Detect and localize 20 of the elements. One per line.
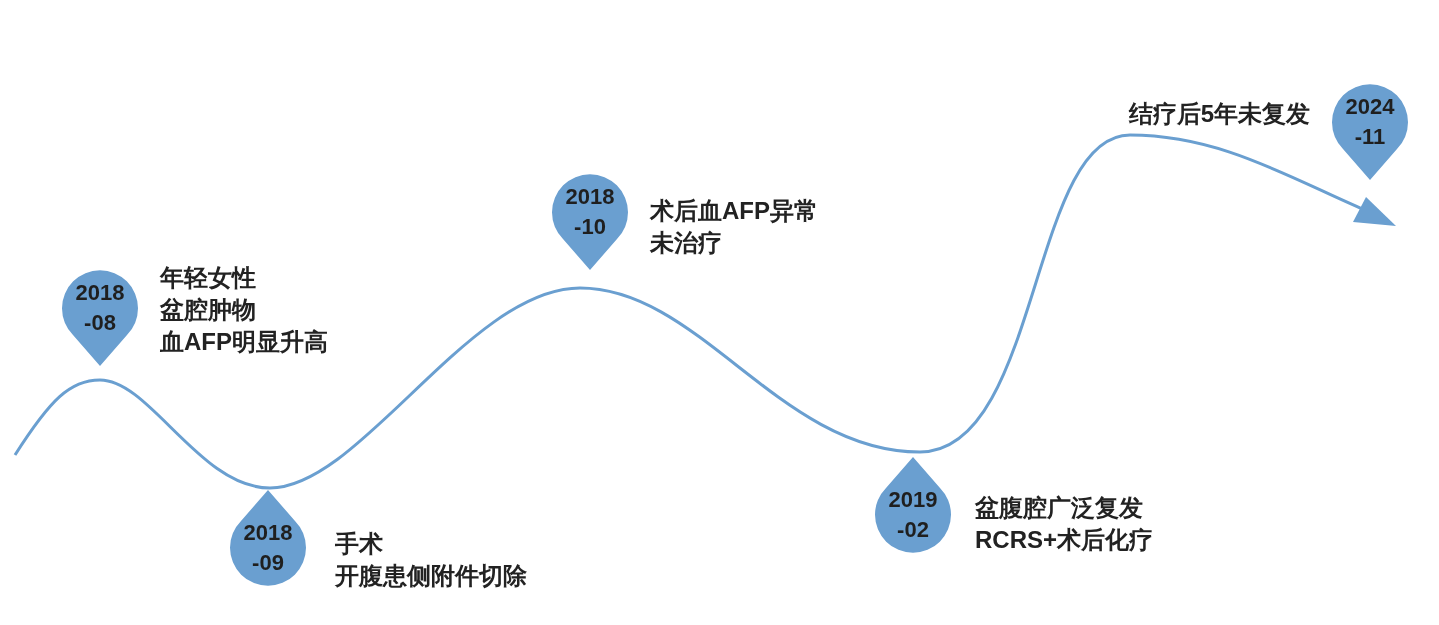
- event-description: 未治疗: [650, 228, 722, 258]
- date-label: 2018 -08: [74, 279, 126, 337]
- event-description: 手术: [335, 529, 383, 559]
- date-marker: [1330, 82, 1410, 182]
- event-description: 血AFP明显升高: [160, 327, 328, 357]
- event-description: 年轻女性: [160, 263, 256, 293]
- event-description: 结疗后5年未复发: [1128, 99, 1310, 129]
- event-description: 盆腹腔广泛复发: [975, 493, 1143, 523]
- date-marker: [550, 172, 630, 272]
- event-description: RCRS+术后化疗: [975, 525, 1154, 555]
- date-label: 2018 -09: [242, 519, 294, 577]
- date-marker: [873, 455, 953, 555]
- event-description: 盆腔肿物: [160, 295, 256, 325]
- date-label: 2019 -02: [887, 486, 939, 544]
- event-description: 术后血AFP异常: [650, 196, 818, 226]
- event-description: 开腹患侧附件切除: [335, 561, 527, 591]
- date-marker: [60, 268, 140, 368]
- date-label: 2024 -11: [1344, 93, 1396, 151]
- date-label: 2018 -10: [564, 183, 616, 241]
- date-marker: [228, 488, 308, 588]
